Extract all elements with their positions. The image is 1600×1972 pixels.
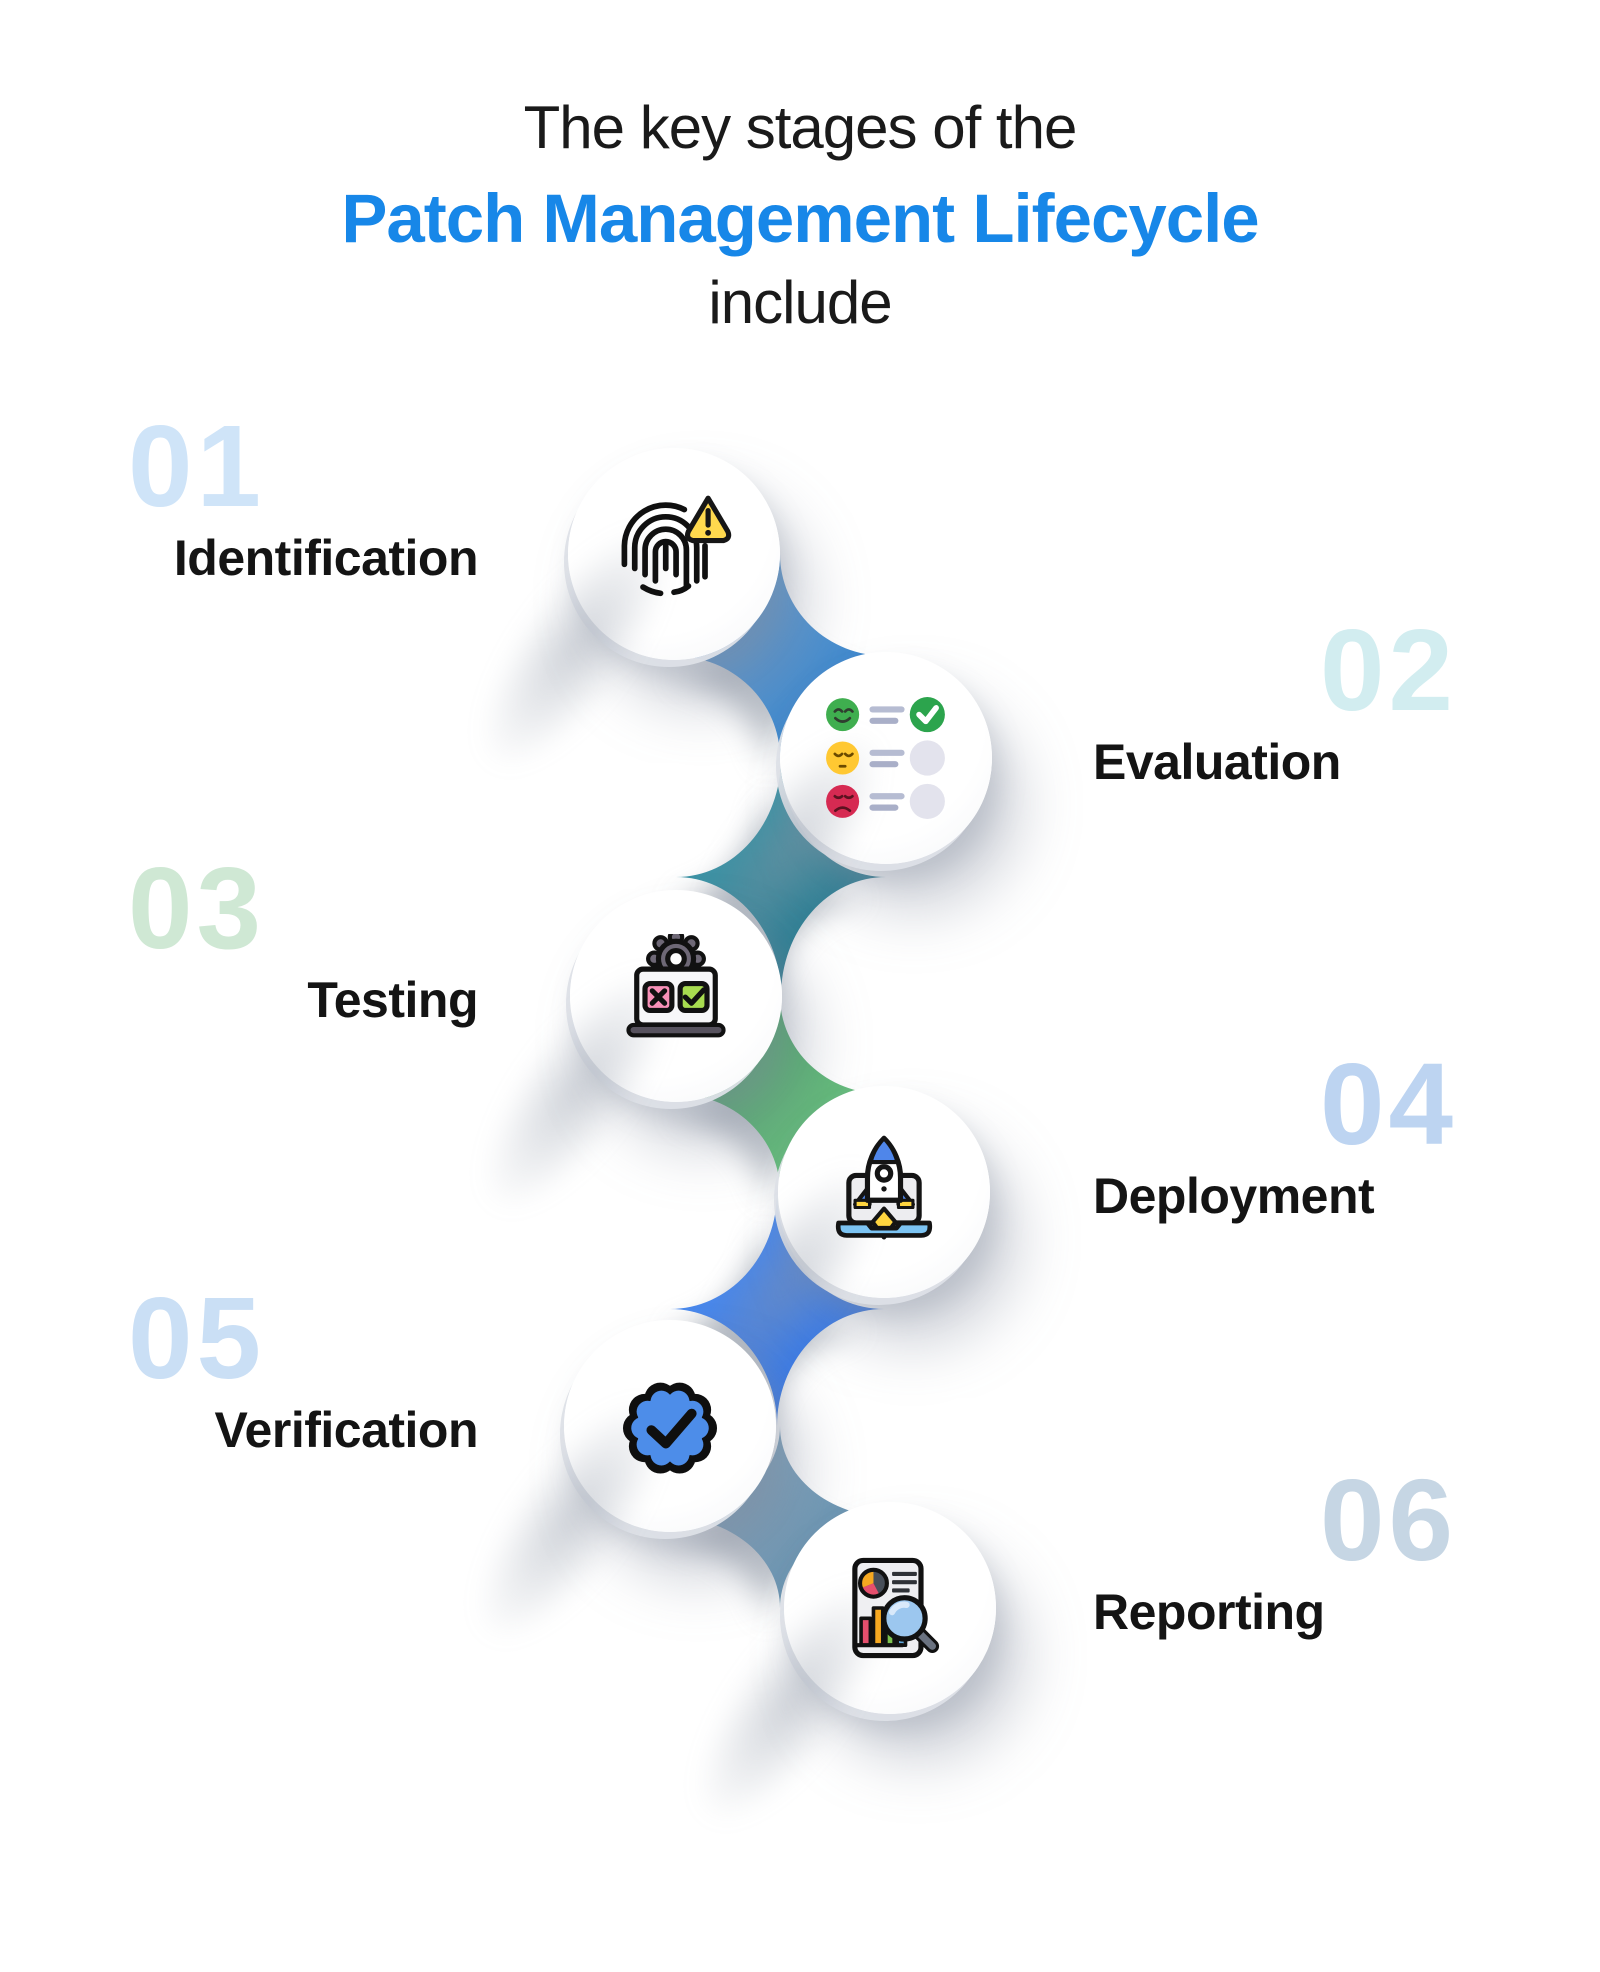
stage-number-02: 02	[1320, 605, 1458, 735]
stage-label-testing: Testing	[307, 972, 478, 1028]
stage-label-identification: Identification	[173, 530, 479, 586]
stage-number-06: 06	[1320, 1455, 1458, 1585]
stage-number-03: 03	[128, 843, 266, 973]
title-line-1: The key stages of the	[523, 94, 1078, 161]
stage-circle-01	[568, 448, 780, 660]
stage-circle-06	[784, 1502, 996, 1714]
stage-number-05: 05	[128, 1273, 266, 1403]
verified-badge-icon	[622, 1382, 718, 1474]
stage-label-verification: Verification	[214, 1402, 478, 1458]
laptop-rocket-launch-icon	[835, 1135, 933, 1240]
laptop-test-checklist-icon	[626, 934, 726, 1038]
stage-circle-02	[780, 652, 992, 864]
stage-label-reporting: Reporting	[1093, 1584, 1325, 1640]
title-line-2: include	[708, 269, 892, 336]
connector-05-06	[670, 1426, 890, 1608]
connector-01-02	[674, 554, 886, 758]
feedback-rating-icon	[826, 697, 945, 819]
stage-label-evaluation: Evaluation	[1093, 734, 1341, 790]
stage-number-04: 04	[1320, 1039, 1458, 1169]
connector-03-04	[676, 996, 884, 1192]
stage-circle-05	[564, 1320, 776, 1532]
report-magnifier-icon	[852, 1557, 940, 1659]
stage-circle-04	[778, 1086, 990, 1298]
fingerprint-alert-icon	[621, 495, 732, 597]
title-highlight: Patch Management Lifecycle	[341, 180, 1259, 257]
stage-number-01: 01	[128, 401, 266, 531]
stage-label-deployment: Deployment	[1093, 1168, 1375, 1224]
page-title: The key stages of the Patch Management L…	[0, 98, 1600, 333]
stage-circle-03	[570, 890, 782, 1102]
